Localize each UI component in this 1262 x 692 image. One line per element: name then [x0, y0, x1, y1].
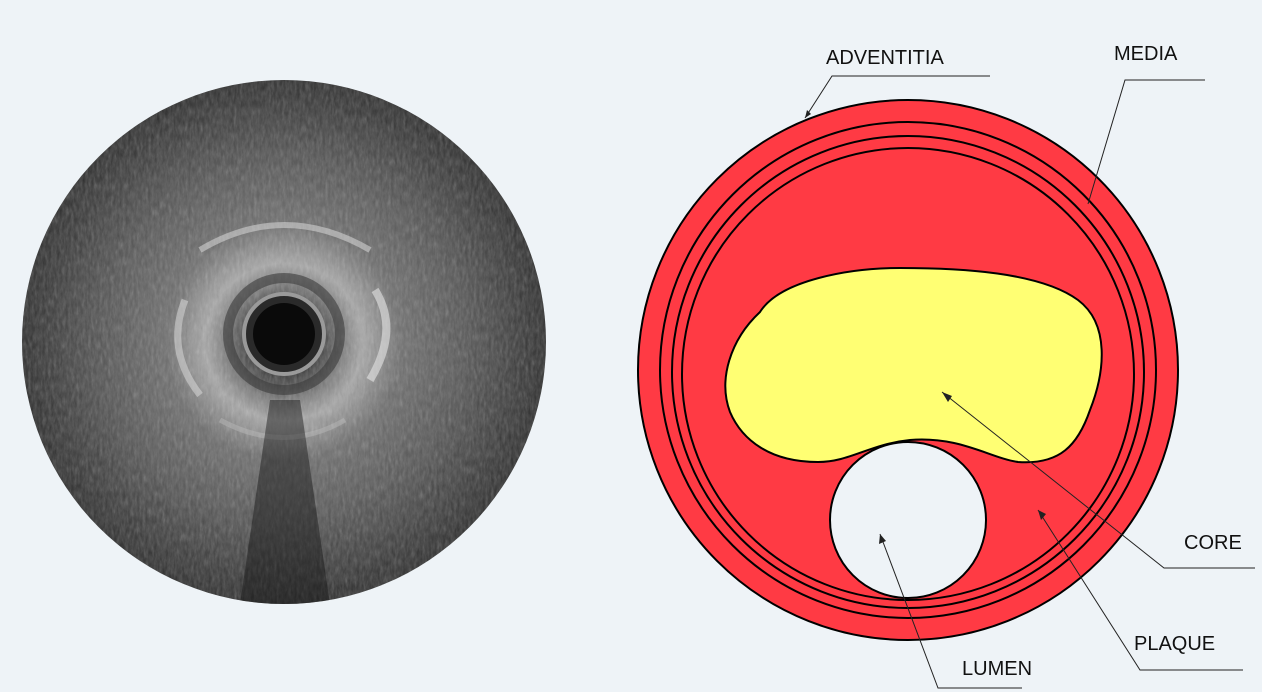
- media-label: MEDIA: [1114, 43, 1178, 65]
- lumen-label: LUMEN: [962, 658, 1032, 680]
- ultrasound-image: [22, 80, 546, 604]
- plaque-label: PLAQUE: [1134, 633, 1215, 655]
- vessel-schematic: ADVENTITIA MEDIA CORE PLAQUE LUMEN: [638, 43, 1255, 688]
- core-region: [725, 268, 1101, 462]
- adventitia-arrowhead: [805, 110, 811, 118]
- lumen-region: [830, 442, 986, 598]
- core-label: CORE: [1184, 532, 1242, 554]
- adventitia-label: ADVENTITIA: [826, 47, 944, 69]
